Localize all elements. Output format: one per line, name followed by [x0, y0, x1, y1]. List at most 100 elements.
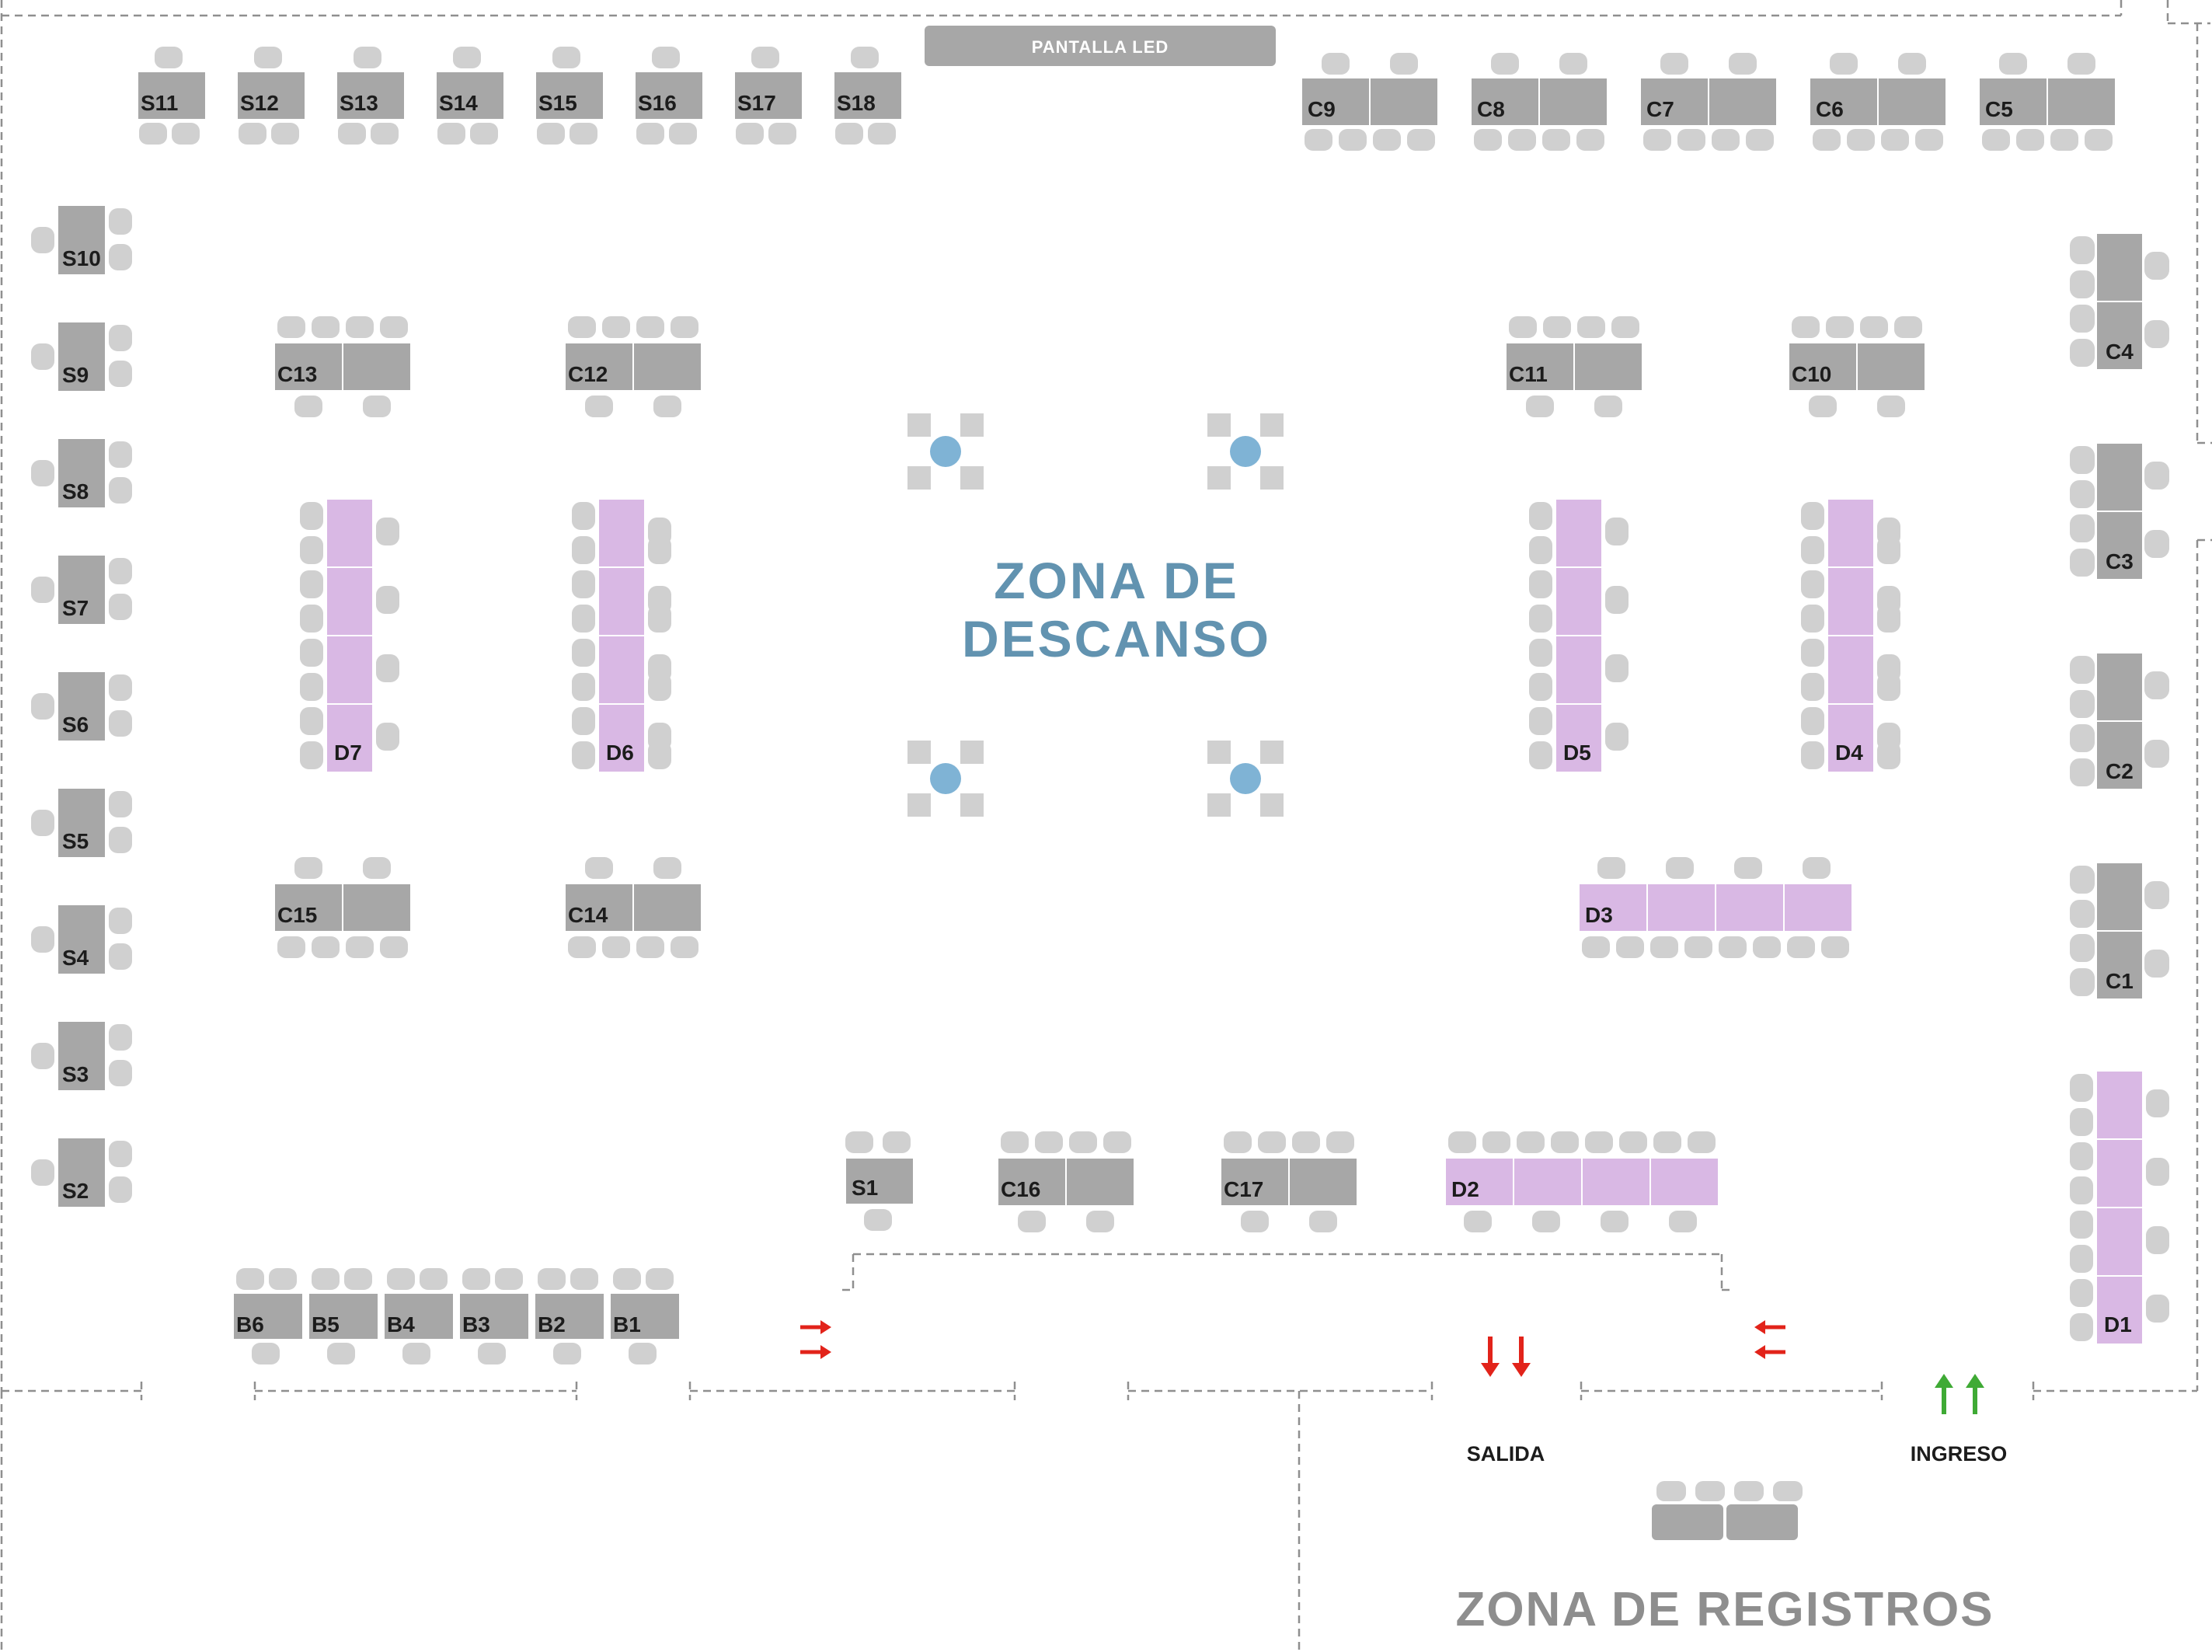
table-segment: [1649, 1157, 1719, 1207]
table-segment: [236, 71, 306, 120]
table-label: C6: [1816, 97, 1844, 121]
chair: [2070, 724, 2095, 752]
chair: [172, 123, 200, 145]
chair: [344, 1268, 372, 1290]
chair: [2070, 480, 2095, 508]
chair: [31, 577, 54, 603]
table-label: S8: [62, 479, 89, 504]
table-segment: [383, 1292, 455, 1340]
chair: [437, 123, 465, 145]
booth-s17: S17: [733, 47, 803, 145]
chair: [1801, 605, 1824, 633]
chair: [1482, 1131, 1510, 1153]
chair: [553, 1343, 581, 1364]
table-segment: [308, 1292, 379, 1340]
table-label: S4: [62, 946, 89, 970]
table-segment: [535, 71, 604, 120]
table-label: D4: [1835, 741, 1863, 765]
lounge-seat: [1260, 793, 1284, 817]
table-segment: [534, 1292, 605, 1340]
markers-layer: [800, 413, 1984, 1414]
booth-s6: S6: [31, 671, 132, 742]
chair: [109, 594, 132, 620]
table-segment: [1708, 77, 1778, 127]
chair: [1529, 639, 1552, 667]
chair: [2144, 462, 2169, 490]
table-label: D5: [1563, 741, 1591, 765]
chair: [2070, 866, 2095, 894]
chair: [31, 227, 54, 253]
booth-s14: S14: [435, 47, 505, 145]
chair: [1103, 1131, 1131, 1153]
chair: [1559, 53, 1587, 75]
chair: [1594, 396, 1622, 417]
arrow-head: [1754, 1345, 1765, 1359]
chair: [648, 605, 671, 633]
chair: [572, 502, 595, 530]
chair: [653, 396, 681, 417]
chair: [2070, 305, 2095, 333]
booth-c13: C13: [273, 316, 412, 417]
chair: [1605, 518, 1629, 545]
lounge-seat: [1207, 741, 1231, 764]
chair: [1787, 936, 1815, 958]
arrow-head: [1512, 1363, 1531, 1377]
chair: [636, 123, 664, 145]
chair: [1877, 741, 1900, 769]
table-segment: [997, 1157, 1067, 1207]
extra-chairs: [1877, 536, 1900, 769]
chair: [572, 707, 595, 735]
chair: [300, 536, 323, 564]
table-segment: [2095, 442, 2144, 512]
chair: [1915, 129, 1943, 151]
chair: [271, 123, 299, 145]
chair: [376, 723, 399, 751]
chair: [1821, 936, 1849, 958]
table-segment: [1288, 1157, 1358, 1207]
table-label: B5: [312, 1312, 340, 1337]
table-segment: [1856, 342, 1926, 392]
chair: [1712, 129, 1740, 151]
table-segment: [57, 554, 106, 626]
chair: [1746, 129, 1774, 151]
table-segment: [1505, 342, 1575, 392]
table-label: C17: [1224, 1177, 1263, 1201]
lounge-seat: [960, 466, 984, 490]
chair: [1309, 1211, 1337, 1232]
table-label: S17: [737, 91, 776, 115]
chair: [2070, 758, 2095, 786]
booth-c5: C5: [1978, 53, 2116, 151]
chair: [1529, 605, 1552, 633]
table-segment: [326, 703, 374, 773]
chair: [294, 857, 322, 879]
booth-b6: B6: [232, 1268, 304, 1364]
table-segment: [1470, 77, 1540, 127]
chair: [1898, 53, 1926, 75]
column-marker: [930, 436, 961, 467]
lounge-cluster: [907, 741, 984, 817]
chair: [2146, 1226, 2169, 1254]
chair: [1585, 1131, 1613, 1153]
table-label: D7: [334, 741, 362, 765]
chair: [864, 1209, 892, 1231]
chair: [109, 208, 132, 235]
table-label: C2: [2106, 759, 2134, 783]
table-segment: [564, 883, 634, 932]
chair: [1529, 502, 1552, 530]
chair: [371, 123, 399, 145]
chair: [868, 123, 896, 145]
table-segment: [1827, 703, 1875, 773]
chair: [652, 47, 680, 68]
table-label: S9: [62, 363, 89, 387]
exit-arrows-left: [800, 1320, 831, 1359]
chair: [1619, 1131, 1647, 1153]
table-segment: [564, 342, 634, 392]
chair: [1894, 316, 1922, 338]
chair: [1801, 570, 1824, 598]
chair: [312, 1268, 340, 1290]
chair: [31, 343, 54, 370]
chair: [1830, 53, 1858, 75]
table-segment: [833, 71, 903, 120]
chair: [1729, 53, 1757, 75]
table-segment: [57, 1137, 106, 1208]
